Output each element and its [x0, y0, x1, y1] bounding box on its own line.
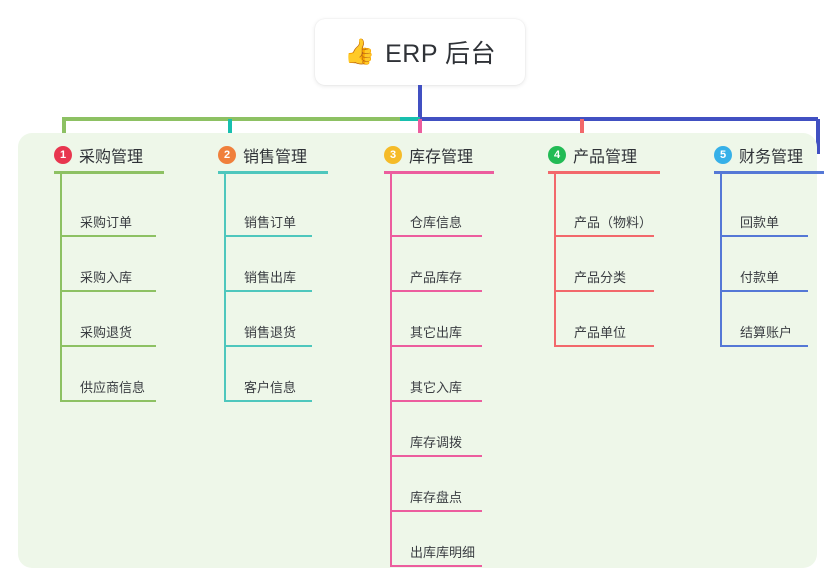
bar-segment-indigo	[420, 117, 818, 121]
leaf-node-label: 采购订单	[80, 215, 133, 230]
branch-badge-1: 1	[54, 146, 72, 164]
leaf-node[interactable]: 结算账户	[720, 307, 808, 347]
leaf-node-rule	[224, 400, 312, 402]
leaf-node-label: 库存盘点	[410, 490, 463, 505]
branch-header-3[interactable]: 3 库存管理	[384, 143, 473, 167]
thumbs-up-icon: 👍	[343, 37, 376, 66]
drop-line-5	[816, 119, 820, 154]
leaf-node-rule	[720, 290, 808, 292]
leaf-node-rule	[60, 235, 156, 237]
leaf-node-label: 其它入库	[410, 380, 463, 395]
leaf-node-label: 采购入库	[80, 270, 133, 285]
branch-badge-5: 5	[714, 146, 732, 164]
leaf-node-rule	[390, 290, 482, 292]
leaf-node-rule	[390, 400, 482, 402]
branch-header-rule-1	[54, 171, 164, 174]
branch-badge-2: 2	[218, 146, 236, 164]
leaf-node[interactable]: 仓库信息	[390, 197, 482, 237]
leaf-node-label: 付款单	[740, 270, 780, 285]
leaf-node-label: 采购退货	[80, 325, 133, 340]
leaf-node[interactable]: 库存调拨	[390, 417, 482, 457]
branch-spine-5	[720, 171, 722, 347]
leaf-node-rule	[390, 235, 482, 237]
branch-title-3: 库存管理	[409, 149, 474, 166]
branches-panel: 1 采购管理采购订单采购入库采购退货供应商信息 2 销售管理销售订单销售出库销售退货客…	[18, 133, 824, 568]
leaf-node-label: 产品单位	[574, 325, 627, 340]
branch-header-rule-5	[714, 171, 824, 174]
leaf-node[interactable]: 回款单	[720, 197, 808, 237]
leaf-node-label: 销售订单	[244, 215, 297, 230]
leaf-node[interactable]: 库存盘点	[390, 472, 482, 512]
branch-spine-4	[554, 171, 556, 347]
leaf-node-rule	[224, 235, 312, 237]
leaf-node-rule	[390, 565, 482, 567]
leaf-node-label: 仓库信息	[410, 215, 463, 230]
leaf-node-rule	[60, 345, 156, 347]
branch-spine-2	[224, 171, 226, 402]
leaf-node[interactable]: 采购退货	[60, 307, 156, 347]
leaf-node[interactable]: 产品（物料）	[554, 197, 654, 237]
branch-header-rule-4	[548, 171, 660, 174]
leaf-node-label: 出库库明细	[410, 545, 476, 560]
leaf-node-label: 产品分类	[574, 270, 627, 285]
leaf-node-rule	[554, 345, 654, 347]
branch-badge-3: 3	[384, 146, 402, 164]
leaf-node[interactable]: 出库库明细	[390, 527, 482, 567]
leaf-node[interactable]: 付款单	[720, 252, 808, 292]
leaf-node-label: 供应商信息	[80, 380, 146, 395]
leaf-node-label: 产品（物料）	[574, 215, 653, 230]
root-node-erp-backend[interactable]: 👍 ERP 后台	[315, 19, 525, 85]
branch-spine-1	[60, 171, 62, 402]
leaf-node[interactable]: 销售出库	[224, 252, 312, 292]
root-node-title: ERP 后台	[385, 40, 497, 68]
leaf-node-rule	[720, 345, 808, 347]
leaf-node-rule	[720, 235, 808, 237]
leaf-node[interactable]: 产品单位	[554, 307, 654, 347]
branch-header-rule-3	[384, 171, 494, 174]
leaf-node-label: 客户信息	[244, 380, 297, 395]
leaf-node-rule	[390, 345, 482, 347]
trunk-connector	[418, 85, 422, 121]
leaf-node[interactable]: 销售订单	[224, 197, 312, 237]
leaf-node[interactable]: 产品库存	[390, 252, 482, 292]
leaf-node-label: 回款单	[740, 215, 780, 230]
bar-segment-teal	[400, 117, 420, 121]
branch-header-rule-2	[218, 171, 328, 174]
leaf-node[interactable]: 客户信息	[224, 362, 312, 402]
leaf-node-rule	[390, 455, 482, 457]
leaf-node-label: 销售退货	[244, 325, 297, 340]
branch-title-4: 产品管理	[573, 149, 638, 166]
branch-badge-4: 4	[548, 146, 566, 164]
leaf-node[interactable]: 其它出库	[390, 307, 482, 347]
leaf-node-rule	[554, 290, 654, 292]
branch-header-2[interactable]: 2 销售管理	[218, 143, 307, 167]
leaf-node[interactable]: 销售退货	[224, 307, 312, 347]
branch-title-2: 销售管理	[243, 149, 308, 166]
leaf-node-rule	[224, 345, 312, 347]
leaf-node-label: 产品库存	[410, 270, 463, 285]
leaf-node[interactable]: 其它入库	[390, 362, 482, 402]
leaf-node-label: 库存调拨	[410, 435, 463, 450]
leaf-node[interactable]: 产品分类	[554, 252, 654, 292]
leaf-node[interactable]: 供应商信息	[60, 362, 156, 402]
leaf-node[interactable]: 采购订单	[60, 197, 156, 237]
branch-header-1[interactable]: 1 采购管理	[54, 143, 143, 167]
leaf-node-rule	[390, 510, 482, 512]
leaf-node-label: 其它出库	[410, 325, 463, 340]
leaf-node-rule	[60, 290, 156, 292]
leaf-node-rule	[224, 290, 312, 292]
leaf-node[interactable]: 采购入库	[60, 252, 156, 292]
leaf-node-rule	[60, 400, 156, 402]
leaf-node-label: 结算账户	[740, 325, 793, 340]
branch-spine-3	[390, 171, 392, 567]
branch-header-5[interactable]: 5 财务管理	[714, 143, 803, 167]
branch-header-4[interactable]: 4 产品管理	[548, 143, 637, 167]
branch-title-1: 采购管理	[79, 149, 144, 166]
leaf-node-label: 销售出库	[244, 270, 297, 285]
branch-title-5: 财务管理	[739, 149, 804, 166]
leaf-node-rule	[554, 235, 654, 237]
